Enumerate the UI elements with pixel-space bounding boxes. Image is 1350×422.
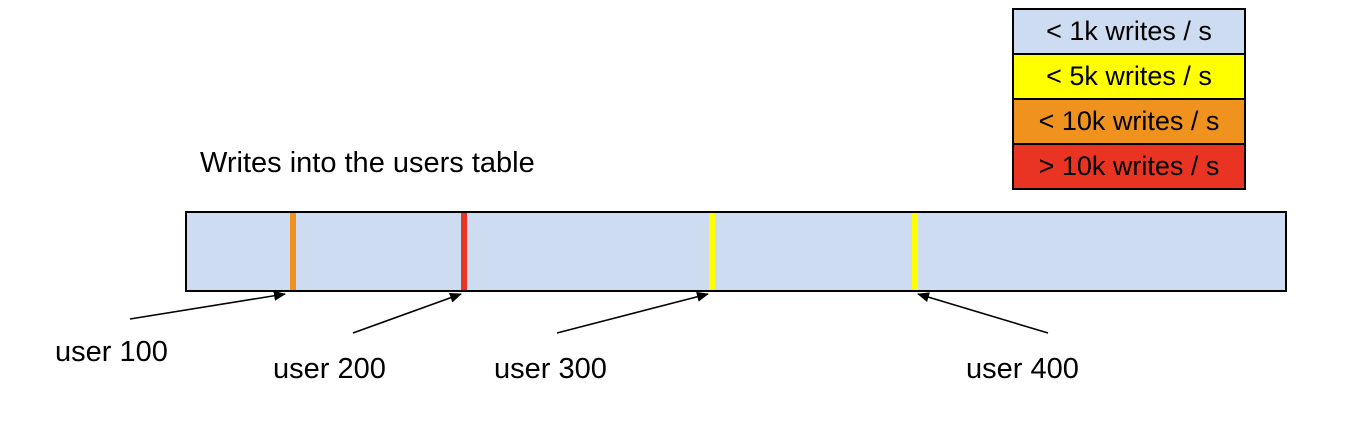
label-user-100: user 100 — [55, 336, 168, 368]
legend-item-label: < 10k writes / s — [1038, 106, 1220, 136]
marker-user-300 — [709, 213, 715, 290]
legend-item-gt-10k: > 10k writes / s — [1012, 143, 1246, 190]
marker-user-200 — [461, 213, 467, 290]
legend-item-lt-1k: < 1k writes / s — [1012, 8, 1246, 55]
legend-item-label: > 10k writes / s — [1038, 151, 1220, 181]
label-user-300: user 300 — [494, 353, 607, 385]
arrow-user-300 — [556, 291, 709, 334]
arrow-user-100 — [129, 290, 286, 320]
legend-item-lt-10k: < 10k writes / s — [1012, 98, 1246, 145]
arrow-user-400 — [917, 292, 1049, 334]
diagram-title: Writes into the users table — [200, 147, 535, 179]
marker-user-100 — [290, 213, 296, 290]
legend-item-label: < 5k writes / s — [1046, 61, 1212, 91]
arrow-user-200 — [352, 293, 462, 334]
legend: < 1k writes / s < 5k writes / s < 10k wr… — [1012, 8, 1246, 190]
users-table-bar — [185, 211, 1287, 292]
label-user-400: user 400 — [966, 353, 1079, 385]
legend-item-label: < 1k writes / s — [1046, 16, 1212, 46]
marker-user-400 — [912, 213, 918, 290]
legend-item-lt-5k: < 5k writes / s — [1012, 53, 1246, 100]
label-user-200: user 200 — [273, 353, 386, 385]
